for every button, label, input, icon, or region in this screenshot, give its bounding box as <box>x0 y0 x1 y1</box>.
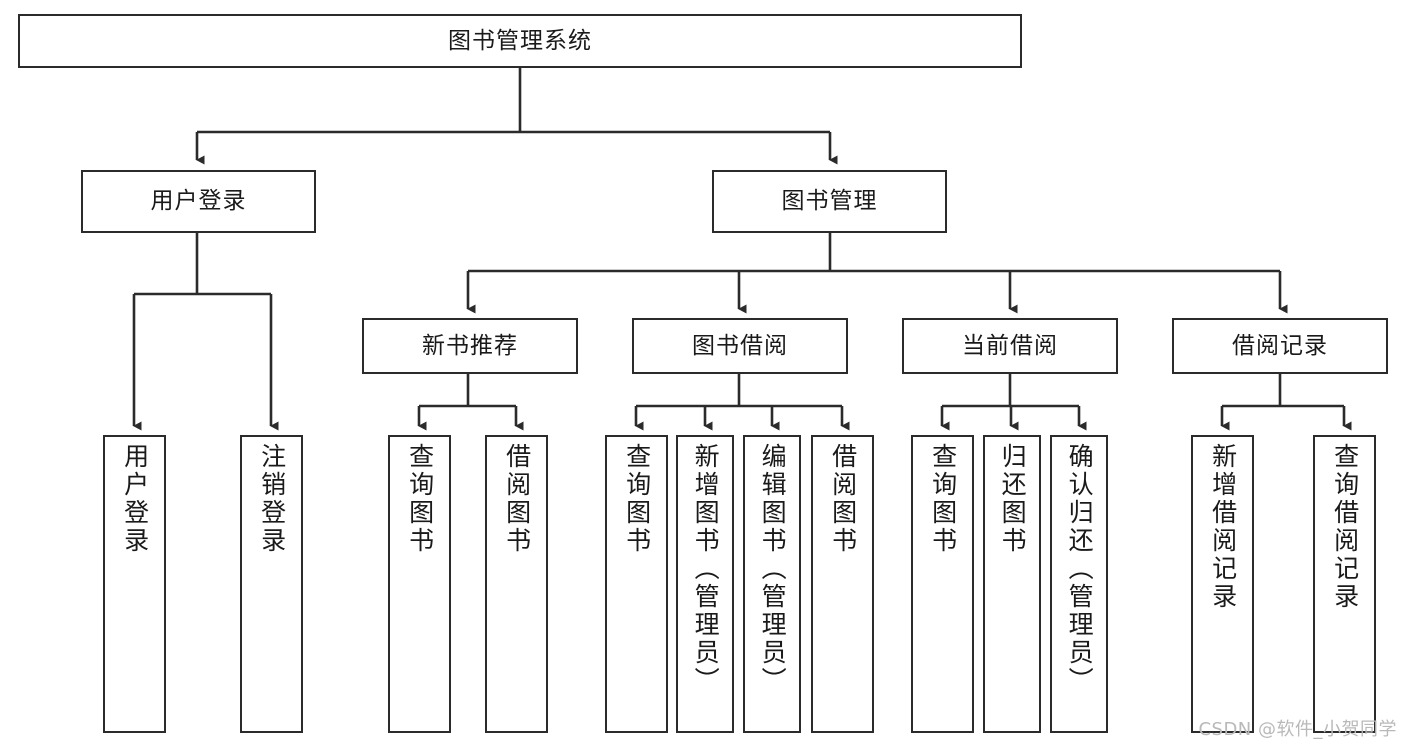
node-book-manage[interactable]: 图书管理 <box>712 170 947 233</box>
leaf-cb-return-book-label: 归还图书 <box>998 443 1028 555</box>
leaf-nb-query-book[interactable]: 查询图书 <box>388 435 451 733</box>
leaf-nb-borrow-book[interactable]: 借阅图书 <box>485 435 548 733</box>
leaf-br-add-record[interactable]: 新增借阅记录 <box>1191 435 1254 733</box>
leaf-user-login[interactable]: 用户登录 <box>103 435 166 733</box>
leaf-br-query-record[interactable]: 查询借阅记录 <box>1313 435 1376 733</box>
leaf-bb-add-book-admin-label: 新增图书（管理员） <box>691 443 721 695</box>
node-book-manage-label: 图书管理 <box>781 188 878 215</box>
node-user-login[interactable]: 用户登录 <box>81 170 316 233</box>
leaf-bb-borrow-book[interactable]: 借阅图书 <box>811 435 874 733</box>
leaf-bb-query-book-label: 查询图书 <box>622 443 652 555</box>
leaf-bb-edit-book-admin-label: 编辑图书（管理员） <box>758 443 788 695</box>
node-book-borrow-label: 图书借阅 <box>692 332 788 359</box>
leaf-logout-label: 注销登录 <box>257 443 287 555</box>
leaf-br-query-record-label: 查询借阅记录 <box>1330 443 1360 611</box>
node-current-borrow[interactable]: 当前借阅 <box>902 318 1118 374</box>
leaf-bb-query-book[interactable]: 查询图书 <box>605 435 668 733</box>
node-root-system[interactable]: 图书管理系统 <box>18 14 1022 68</box>
leaf-logout[interactable]: 注销登录 <box>240 435 303 733</box>
leaf-cb-confirm-return-admin[interactable]: 确认归还（管理员） <box>1050 435 1108 733</box>
node-new-book-recommend-label: 新书推荐 <box>422 332 518 359</box>
leaf-bb-add-book-admin[interactable]: 新增图书（管理员） <box>676 435 734 733</box>
node-user-login-label: 用户登录 <box>150 188 247 215</box>
node-book-borrow[interactable]: 图书借阅 <box>632 318 848 374</box>
leaf-nb-query-book-label: 查询图书 <box>405 443 435 555</box>
leaf-cb-query-book-label: 查询图书 <box>928 443 958 555</box>
leaf-user-login-label: 用户登录 <box>120 443 150 555</box>
node-borrow-record-label: 借阅记录 <box>1232 332 1328 359</box>
node-borrow-record[interactable]: 借阅记录 <box>1172 318 1388 374</box>
leaf-br-add-record-label: 新增借阅记录 <box>1208 443 1238 611</box>
leaf-bb-edit-book-admin[interactable]: 编辑图书（管理员） <box>743 435 801 733</box>
node-current-borrow-label: 当前借阅 <box>962 332 1058 359</box>
leaf-cb-confirm-return-admin-label: 确认归还（管理员） <box>1065 443 1095 695</box>
leaf-cb-return-book[interactable]: 归还图书 <box>983 435 1041 733</box>
leaf-nb-borrow-book-label: 借阅图书 <box>502 443 532 555</box>
node-new-book-recommend[interactable]: 新书推荐 <box>362 318 578 374</box>
csdn-watermark: CSDN @软件_小贺同学 <box>1198 719 1397 740</box>
leaf-cb-query-book[interactable]: 查询图书 <box>911 435 974 733</box>
node-root-system-label: 图书管理系统 <box>448 27 592 54</box>
leaf-bb-borrow-book-label: 借阅图书 <box>828 443 858 555</box>
